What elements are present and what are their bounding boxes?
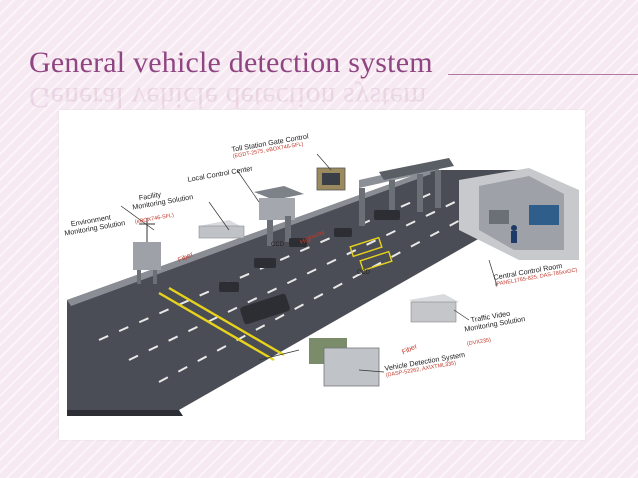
- diagram-panel: Toll Station Gate Control (EGDT-2575, eB…: [59, 110, 585, 440]
- road-label-ccd-mid: CCD: [357, 270, 370, 276]
- highway-road: [67, 170, 529, 410]
- local-control-center: [254, 186, 304, 246]
- title-underline: [448, 74, 638, 75]
- road-label-ccd-top: CCD: [271, 242, 284, 248]
- environment-station: [133, 218, 161, 284]
- vehicles: [219, 210, 400, 325]
- facility-box: [198, 220, 245, 239]
- label-facility: Facility Monitoring Solution (eBOX746-SF…: [131, 189, 194, 226]
- slide-title: General vehicle detection system: [29, 46, 433, 79]
- fiber-lines: [120, 153, 498, 373]
- vehicle-detection-hardware: [309, 338, 380, 387]
- road-edge: [67, 170, 431, 306]
- label-traffic-video: Traffic Video Monitoring Solution (DVX23…: [463, 308, 526, 348]
- sensor-loops: [349, 236, 393, 272]
- toll-gantry: [359, 158, 454, 226]
- yellow-lines: [158, 286, 285, 362]
- traffic-video-device: [409, 294, 459, 323]
- road-front-edge: [67, 410, 183, 416]
- slide-title-reflection: General vehicle detection system: [29, 81, 427, 114]
- toll-monitor: [316, 167, 346, 191]
- highway-illustration: [67, 153, 579, 416]
- control-room: [459, 168, 579, 260]
